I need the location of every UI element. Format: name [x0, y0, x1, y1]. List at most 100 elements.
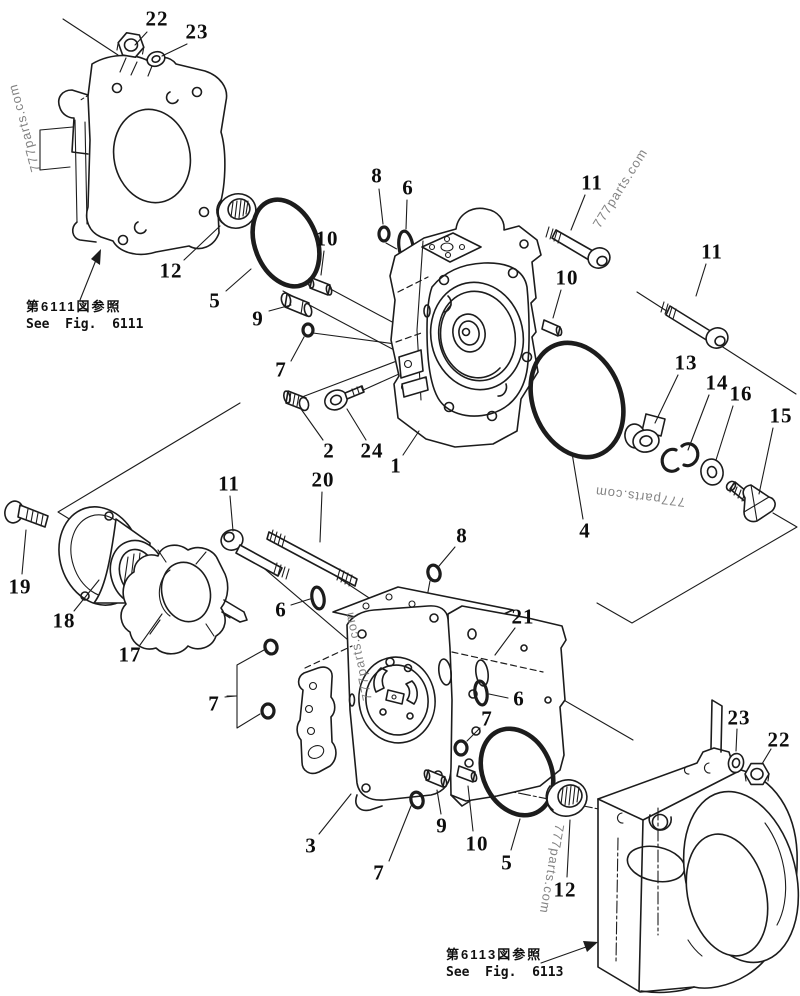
leader-line-10 [467, 785, 474, 832]
callout-10: 10 [555, 265, 579, 290]
figure-reference-6111-en: See Fig. 6111 [26, 317, 144, 332]
callout-9: 9 [252, 306, 264, 331]
leader-line-12 [566, 819, 571, 878]
leader-line-23 [735, 728, 738, 752]
callout-23: 23 [727, 705, 751, 730]
pin-9-bottom [423, 769, 448, 788]
oring-7-right [453, 739, 469, 757]
plug-2 [283, 390, 310, 412]
callout-12: 12 [553, 877, 577, 902]
oring-7-left-a [263, 638, 279, 656]
leader-line-8 [438, 546, 456, 567]
leader-line-4 [571, 452, 584, 520]
bolt-11-middle [220, 529, 290, 580]
leader-line-3 [318, 793, 352, 835]
leader-line-7 [224, 695, 237, 698]
elbow-13 [624, 413, 666, 453]
leader-line-9 [436, 789, 442, 815]
callout-18: 18 [52, 608, 76, 633]
callout-7: 7 [275, 357, 287, 382]
callout-12: 12 [159, 258, 183, 283]
figure-reference-6113: 第6113図参照 See Fig. 6113 [446, 944, 563, 980]
leader-line-23 [161, 43, 188, 57]
eyebolt-24 [324, 385, 365, 411]
bolt-11-top [545, 226, 611, 269]
nut-22-bottom [744, 762, 770, 786]
callout-7: 7 [481, 706, 493, 731]
mounting-plate-fig6111 [39, 54, 228, 256]
leader-line-6 [405, 199, 408, 230]
leader-line-18 [73, 579, 100, 612]
pump-housing-1 [389, 207, 542, 448]
leader-line-1 [402, 430, 420, 456]
leader-line-17 [139, 613, 163, 646]
oring-7-bottom [409, 790, 425, 810]
callout-11: 11 [218, 471, 240, 496]
callout-3: 3 [305, 833, 317, 858]
leader-line-16 [715, 405, 734, 461]
washer-23-top [146, 50, 166, 68]
callout-6: 6 [402, 175, 414, 200]
leader-line-7 [388, 805, 412, 862]
fig6113-arrow [540, 941, 598, 964]
callout-11: 11 [581, 170, 603, 195]
oring-8-top [377, 225, 391, 243]
end-cover-fig6113 [597, 699, 800, 994]
stud-20 [266, 529, 358, 587]
figure-reference-6111: 第6111図参照 See Fig. 6111 [26, 296, 143, 332]
oring-8-middle [426, 563, 442, 583]
figure-reference-6113-jp: 第6113図参照 [446, 947, 543, 962]
leader-line-11 [229, 495, 234, 532]
callout-22: 22 [145, 6, 169, 31]
callout-14: 14 [705, 370, 729, 395]
oring-7-top [301, 322, 315, 338]
leader-line-6 [488, 693, 509, 699]
oring-4-large [528, 340, 626, 460]
figure-reference-6113-en: See Fig. 6113 [446, 965, 564, 980]
leader-line-24 [346, 408, 367, 441]
leader-line-7 [290, 336, 305, 362]
leader-line-11 [695, 263, 707, 297]
leader-line-19 [21, 529, 27, 575]
oring-7-left-b [260, 702, 276, 720]
callout-11: 11 [701, 239, 723, 264]
leader-line-22 [134, 31, 148, 46]
pin-10-bottom [456, 765, 478, 783]
bolt-15 [725, 480, 776, 523]
leader-line-21 [494, 627, 516, 656]
callout-10: 10 [315, 226, 339, 251]
callout-19: 19 [8, 574, 32, 599]
leader-line-8 [378, 188, 384, 225]
callout-7: 7 [373, 860, 385, 885]
oring-5-top [250, 197, 322, 289]
callout-6: 6 [275, 597, 287, 622]
leader-line-14 [687, 394, 710, 451]
leader-line-15 [758, 427, 774, 495]
leader-line-10 [552, 289, 562, 319]
leader-line-22 [761, 748, 772, 765]
callout-2: 2 [323, 438, 335, 463]
washer-23-bottom [727, 752, 745, 774]
callout-13: 13 [674, 350, 698, 375]
leader-line-6 [290, 598, 311, 606]
callout-22: 22 [767, 727, 791, 752]
leader-lines [21, 31, 774, 878]
callout-8: 8 [371, 163, 383, 188]
pump-housing-3 [296, 586, 567, 812]
callout-1: 1 [390, 453, 402, 478]
plug-9-top [280, 292, 313, 318]
callout-24: 24 [360, 438, 384, 463]
snap-ring-14 [660, 442, 700, 473]
leader-line-9 [268, 304, 292, 312]
callout-20: 20 [311, 467, 335, 492]
callout-23: 23 [185, 19, 209, 44]
bearing-12-top [216, 192, 257, 230]
callout-5: 5 [209, 288, 221, 313]
oring-6-right [473, 679, 489, 707]
leader-line-11 [570, 194, 586, 231]
callout-15: 15 [769, 403, 793, 428]
bolt-11-right [660, 301, 729, 349]
callout-16: 16 [729, 381, 753, 406]
